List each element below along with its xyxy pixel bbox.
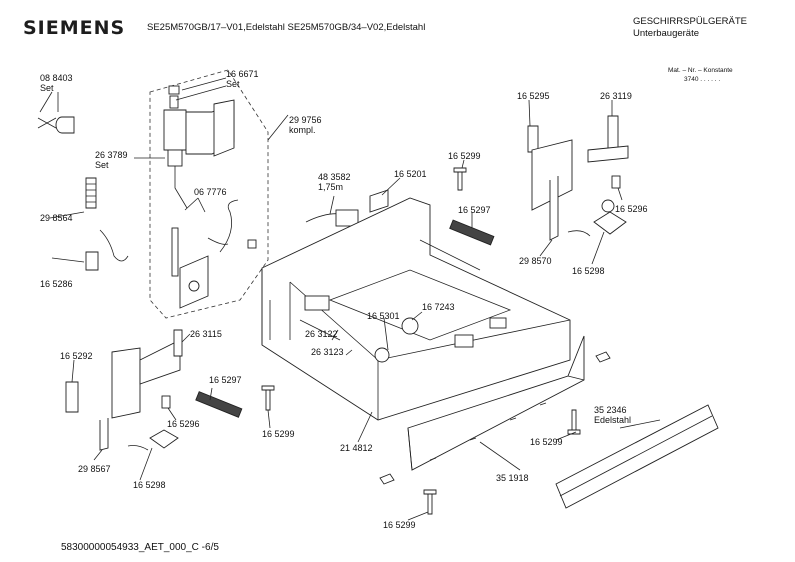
label-26-3123: 26 3123 [311, 347, 344, 357]
label-21-4812: 21 4812 [340, 443, 373, 453]
label-26-3115: 26 3115 [190, 329, 222, 339]
label-06-7776: 06 7776 [194, 187, 227, 197]
label-16-5301: 16 5301 [367, 311, 400, 321]
label-16-5292: 16 5292 [60, 351, 93, 361]
left-small-parts-drawing [37, 116, 129, 271]
label-29-8567: 29 8567 [78, 464, 111, 474]
label-16-6671-set: Set [226, 79, 240, 89]
label-29-8564: 29 8564 [40, 213, 73, 223]
cable-drawing [305, 189, 389, 227]
left-bracket-drawing [65, 329, 183, 451]
subcategory-title: Unterbaugeräte [633, 28, 700, 39]
right-bracket-drawing [527, 115, 629, 241]
category-title: GESCHIRRSPÜLGERÄTE [633, 16, 748, 27]
label-16-5286: 16 5286 [40, 279, 73, 289]
kit-outline [149, 69, 269, 319]
base-tub-drawing [261, 197, 571, 421]
label-16-5296-left: 16 5296 [167, 419, 200, 429]
kick-panel-drawing [407, 335, 585, 471]
mat-nr-label: Mat. – Nr. – Konstante [668, 67, 733, 74]
label-16-5201: 16 5201 [394, 169, 427, 179]
valve-assembly-drawing [163, 85, 257, 309]
leader-lines [39, 77, 661, 521]
label-35-2346: 35 2346 [594, 405, 627, 415]
label-35-1918: 35 1918 [496, 473, 529, 483]
label-35-2346-material: Edelstahl [594, 415, 632, 425]
mat-nr-value: 3740 . . . . . . [684, 76, 721, 83]
document-number: 58300000054933_AET_000_C -6/5 [61, 542, 219, 553]
label-08-8403-set: Set [40, 83, 54, 93]
brand-logo: SIEMENS [23, 17, 126, 39]
label-16-5297-right: 16 5297 [458, 205, 491, 215]
label-48-3582-length: 1,75m [318, 182, 344, 192]
label-29-8570: 29 8570 [519, 256, 552, 266]
label-16-5297-left: 16 5297 [209, 375, 242, 385]
label-16-7243: 16 7243 [422, 302, 455, 312]
label-16-5298-right: 16 5298 [572, 266, 605, 276]
label-16-5295: 16 5295 [517, 91, 550, 101]
label-16-5299-mid: 16 5299 [262, 429, 295, 439]
label-16-6671: 16 6671 [226, 69, 259, 79]
label-16-5298-left: 16 5298 [133, 480, 166, 490]
label-16-5299-bottom: 16 5299 [383, 520, 416, 530]
label-26-3789-set: Set [95, 160, 109, 170]
label-16-5299-right: 16 5299 [530, 437, 563, 447]
screws-drawing [261, 167, 611, 515]
label-26-3119: 26 3119 [600, 91, 632, 101]
label-48-3582: 48 3582 [318, 172, 351, 182]
label-16-5296-right: 16 5296 [615, 204, 648, 214]
rail-left-drawing [195, 391, 243, 418]
model-numbers: SE25M570GB/17–V01,Edelstahl SE25M570GB/3… [147, 22, 426, 33]
label-26-3122: 26 3122 [305, 329, 338, 339]
label-29-9756: 29 9756 [289, 115, 322, 125]
label-08-8403: 08 8403 [40, 73, 73, 83]
stainless-panel-drawing [555, 404, 719, 509]
label-29-9756-kompl: kompl. [289, 125, 316, 135]
label-16-5299-top: 16 5299 [448, 151, 481, 161]
label-26-3789: 26 3789 [95, 150, 128, 160]
rail-right-drawing [449, 219, 495, 246]
